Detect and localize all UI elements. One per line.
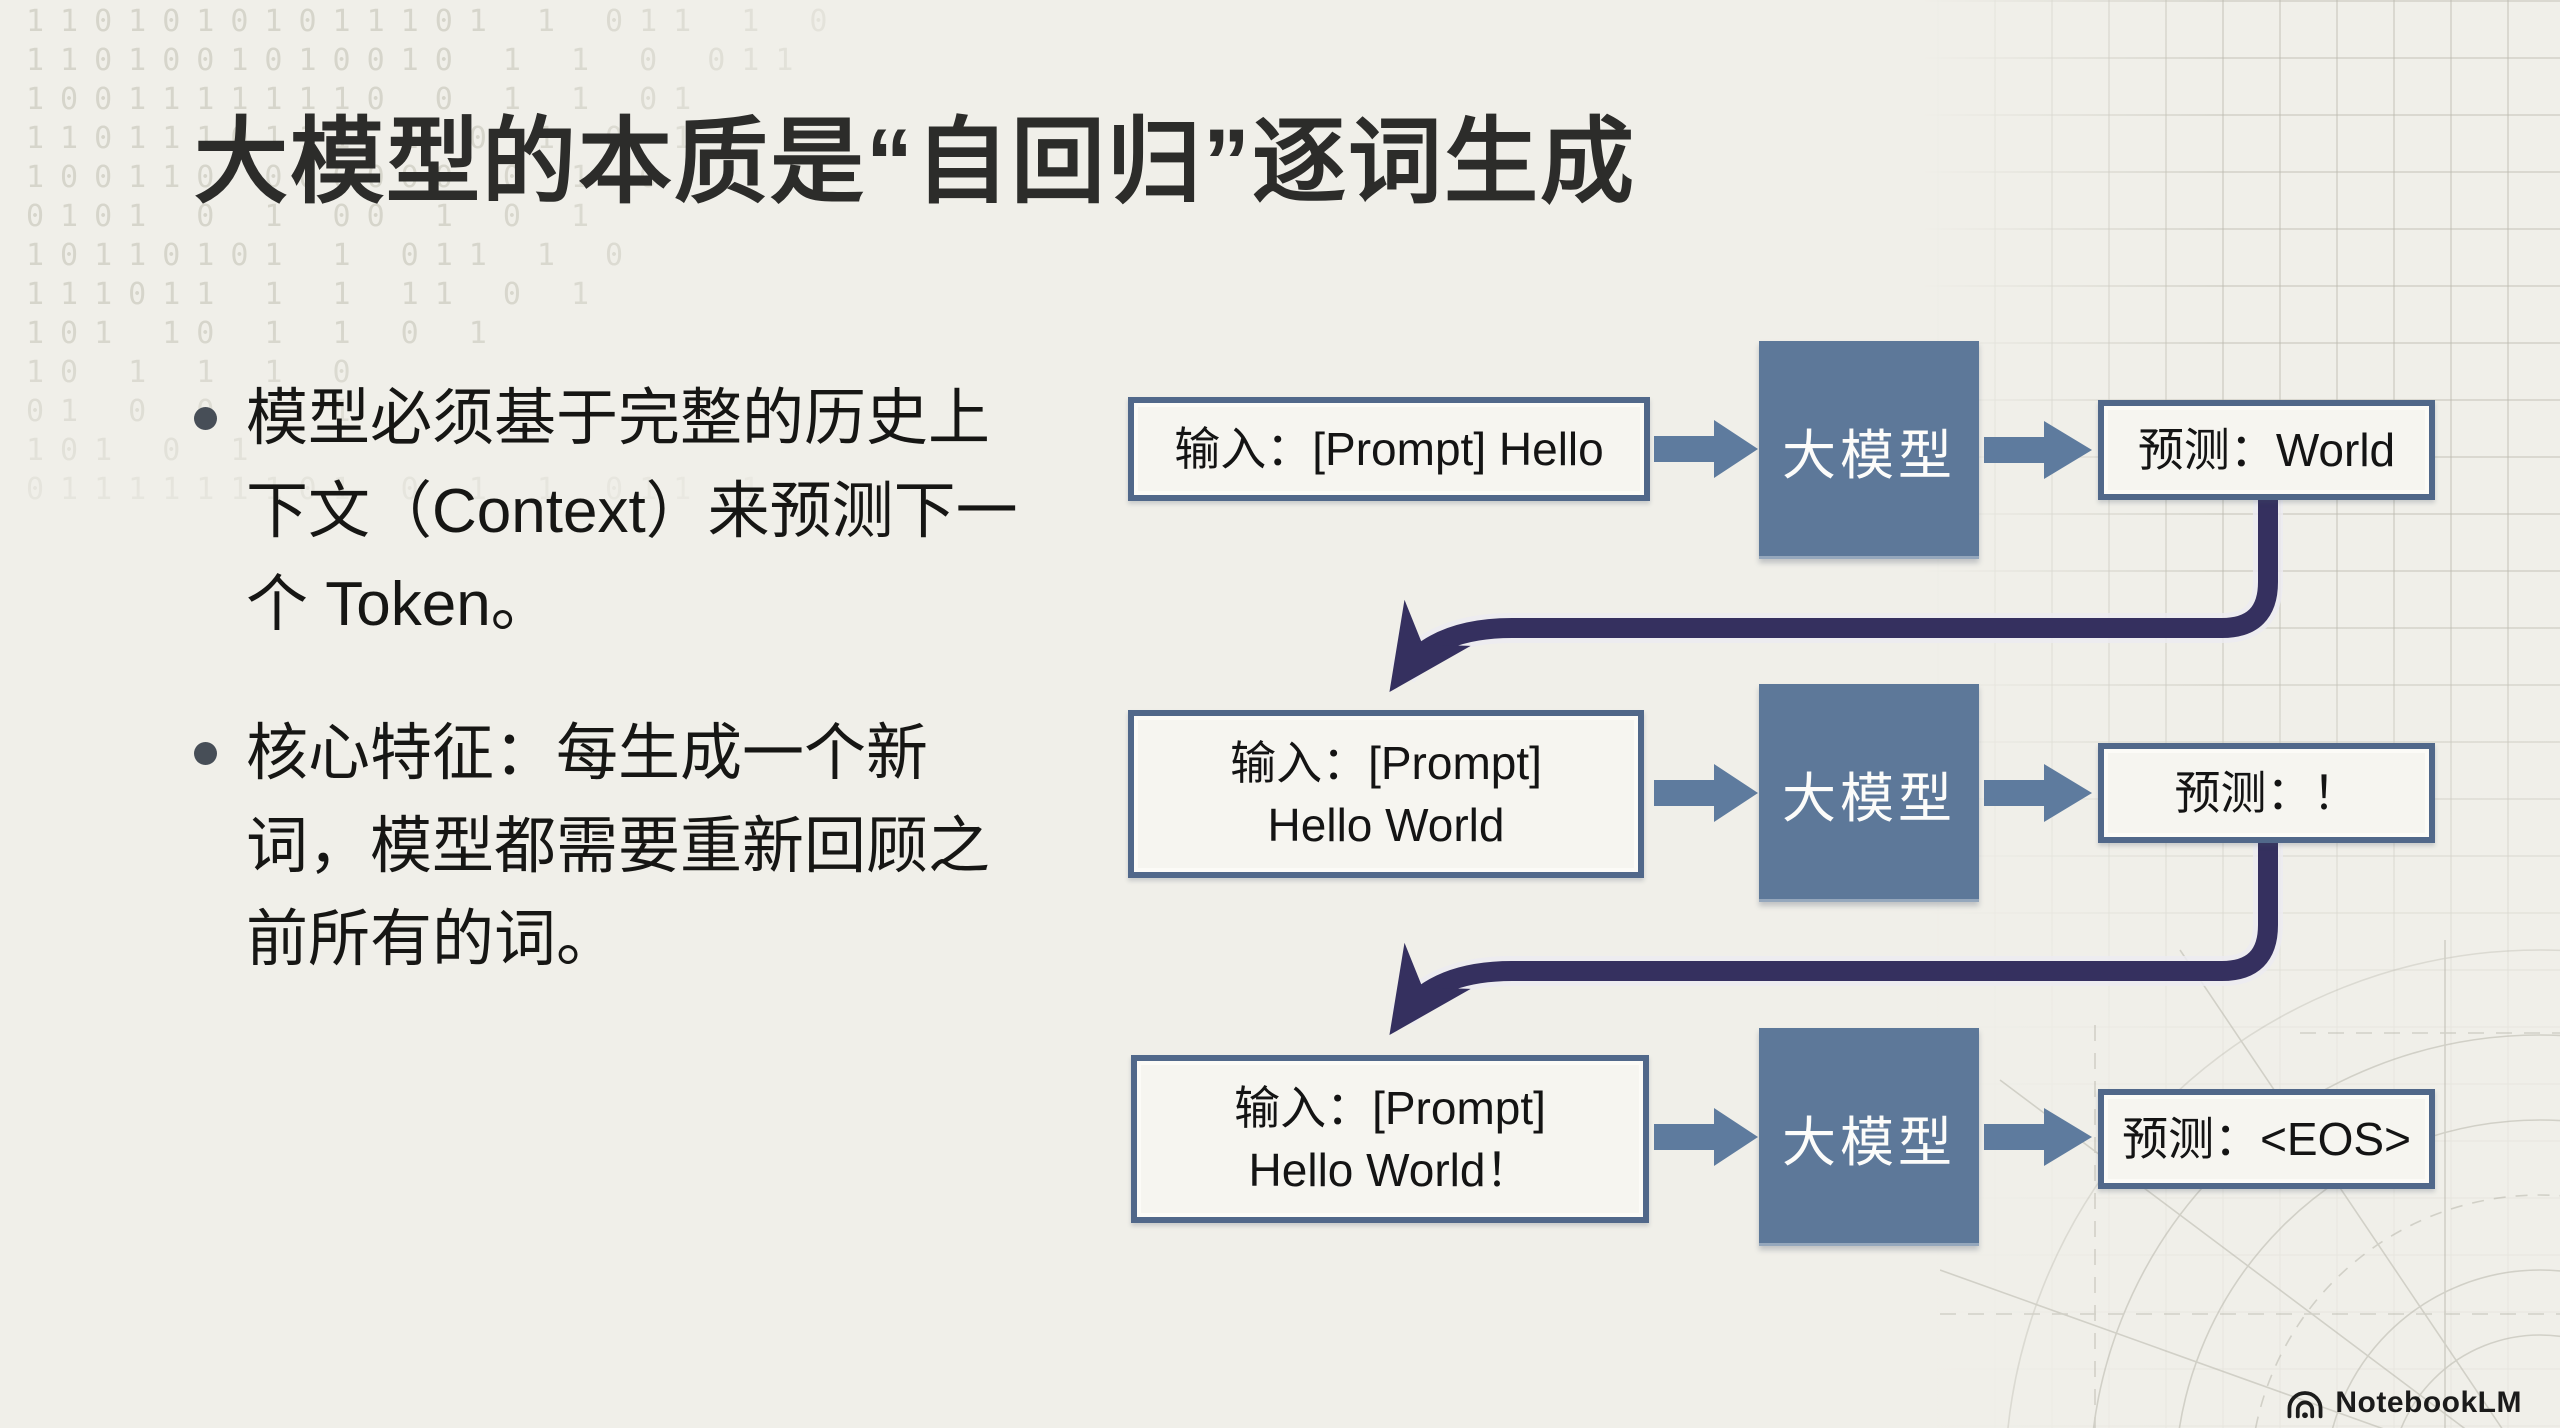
notebooklm-branding: NotebookLM	[2285, 1386, 2522, 1420]
block-arrows	[1654, 420, 2092, 1166]
blueprint-ornament	[1940, 940, 2560, 1428]
output-box-row2: 预测：！	[2098, 743, 2435, 843]
arrow-model-to-output-row1	[1984, 421, 2092, 479]
feedback-connector-row2-to-row3	[1389, 843, 2278, 1036]
input-box-row1: 输入：[Prompt] Hello	[1128, 397, 1650, 501]
notebooklm-icon	[2287, 1391, 2323, 1419]
notebooklm-logo-text: NotebookLM	[2335, 1386, 2522, 1419]
output-box-row1: 预测：World	[2098, 400, 2435, 500]
feedback-connector-row1-to-row2	[1389, 500, 2278, 693]
model-box-row3: 大模型	[1759, 1028, 1979, 1246]
page-title: 大模型的本质是“自回归”逐词生成	[194, 109, 1637, 214]
model-box-row1: 大模型	[1759, 341, 1979, 559]
output-box-row3: 预测：<EOS>	[2098, 1089, 2435, 1189]
arrow-model-to-output-row3	[1984, 1108, 2092, 1166]
arrow-model-to-output-row2	[1984, 764, 2092, 822]
model-box-row2: 大模型	[1759, 684, 1979, 902]
input-box-row3: 输入：[Prompt]Hello World！	[1131, 1055, 1649, 1223]
bullet-item-core-feature: 核心特征：每生成一个新词，模型都需要重新回顾之前所有的词。	[194, 707, 1134, 986]
grid-fade-overlay	[1880, 0, 2560, 1428]
bullet-list: 模型必须基于完整的历史上下文（Context）来预测下一个 Token。 核心特…	[194, 372, 1134, 1042]
arrow-input-to-model-row2	[1654, 764, 1758, 822]
arrow-input-to-model-row1	[1654, 420, 1758, 478]
binary-fade-overlay	[0, 0, 1460, 640]
bullet-item-context: 模型必须基于完整的历史上下文（Context）来预测下一个 Token。	[194, 372, 1134, 651]
arrow-input-to-model-row3	[1654, 1108, 1758, 1166]
input-box-row2: 输入：[Prompt]Hello World	[1128, 710, 1644, 878]
